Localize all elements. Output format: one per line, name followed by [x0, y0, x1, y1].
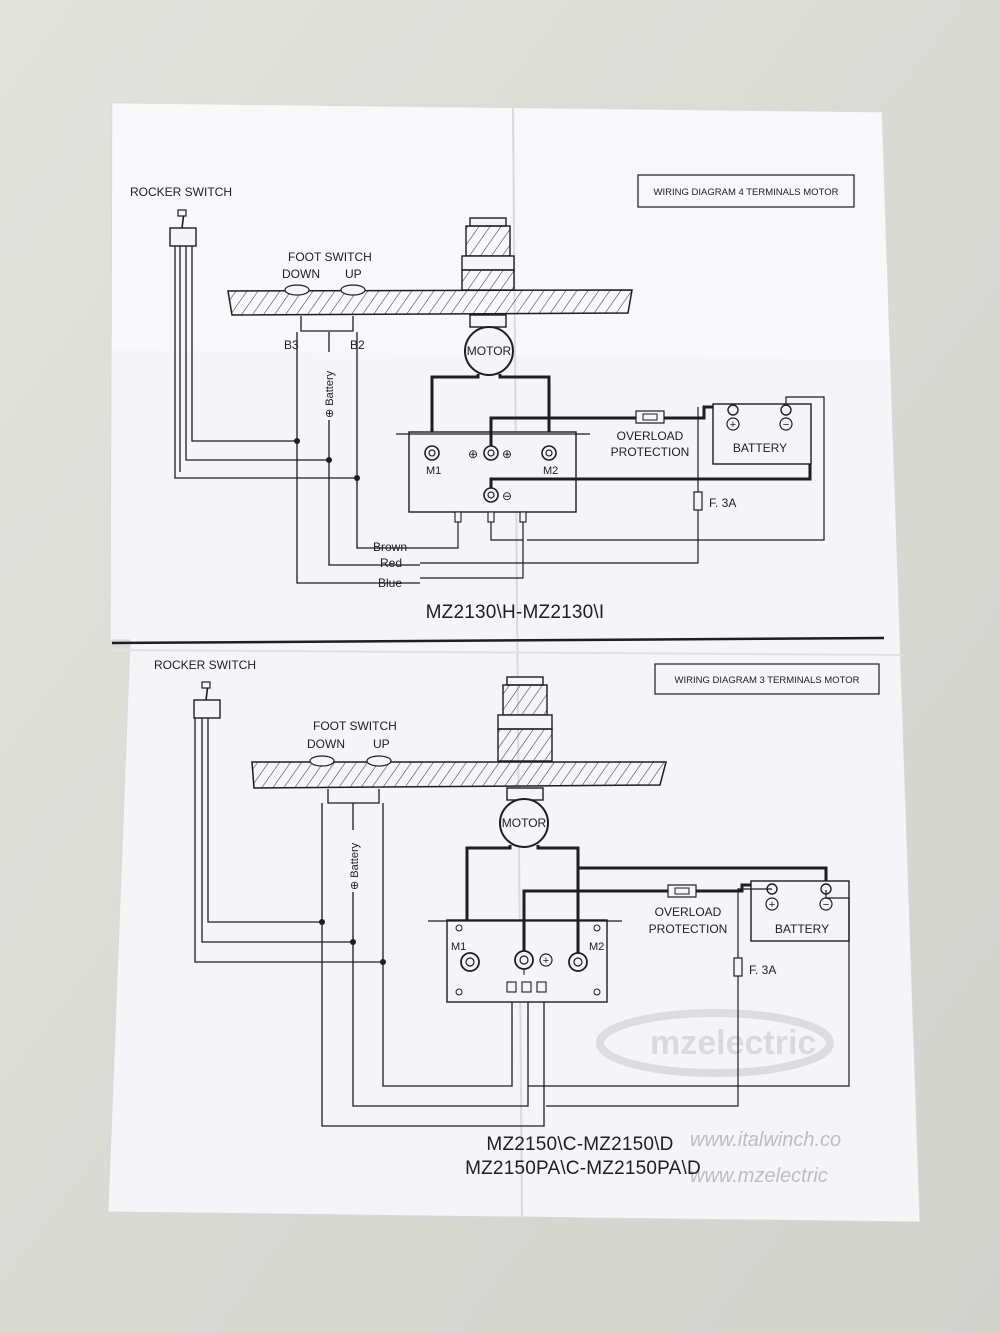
m2-label-top: M2 [543, 465, 558, 477]
rocker-switch-label-bottom: ROCKER SWITCH [154, 658, 256, 672]
website-2: www.mzelectric [690, 1165, 828, 1187]
overload-line2-bottom: PROTECTION [649, 922, 728, 936]
paper-fold-horizontal [111, 649, 906, 656]
overload-line1-top: OVERLOAD [617, 429, 684, 443]
battery-label-bottom: BATTERY [775, 922, 829, 936]
motor-label-top: MOTOR [467, 344, 512, 358]
windlass-capstan-bottom [497, 676, 553, 801]
title-top: WIRING DIAGRAM 4 TERMINALS MOTOR [654, 187, 839, 198]
battery-minus-bottom: − [823, 899, 829, 911]
minus-terminal-top: ⊖ [502, 489, 512, 503]
foot-switch-down-top: DOWN [282, 267, 320, 281]
m1-label-top: M1 [426, 465, 441, 477]
website-1: www.italwinch.co [690, 1129, 841, 1151]
diagram-top: WIRING DIAGRAM 4 TERMINALS MOTOR ROCKER … [130, 174, 855, 623]
motor-label-bottom: MOTOR [502, 816, 547, 830]
model-top: MZ2130\H-MZ2130\I [426, 602, 605, 623]
foot-switch-label-bottom: FOOT SWITCH [313, 719, 397, 733]
diagram-divider [111, 636, 885, 645]
battery-plus-bottom: + [769, 899, 775, 911]
title-box-bottom [654, 663, 880, 695]
plus-terminal-bottom: + [543, 955, 549, 967]
battery-minus-top: − [783, 419, 789, 431]
title-box-top [637, 174, 855, 208]
wire-blue-label: Blue [378, 576, 402, 590]
overload-line2-top: PROTECTION [611, 445, 690, 459]
rocker-switch-icon [169, 209, 197, 247]
fuse-3a-bottom [733, 957, 743, 977]
model-bottom-line2: MZ2150PA\C-MZ2150PA\D [465, 1158, 701, 1179]
svg-text:mzelectric: mzelectric [650, 1024, 816, 1062]
plus-terminal-left-top: ⊕ [468, 447, 478, 461]
wire-red-label: Red [380, 556, 402, 570]
battery-plus-top: + [730, 419, 736, 431]
rocker-switch-label-top: ROCKER SWITCH [130, 185, 232, 199]
foot-switch-up-button [340, 284, 366, 296]
deck-bottom [251, 761, 667, 789]
motor-top [464, 326, 514, 376]
m1-label-bottom: M1 [451, 941, 466, 953]
battery-vertical-top: ⊕ Battery [324, 370, 336, 418]
model-bottom-line1: MZ2150\C-MZ2150\D [486, 1134, 673, 1155]
battery-label-top: BATTERY [733, 441, 787, 455]
battery-top [712, 403, 812, 465]
battery-vertical-bottom: ⊕ Battery [349, 842, 361, 890]
title-bottom: WIRING DIAGRAM 3 TERMINALS MOTOR [675, 675, 860, 686]
foot-switch-down-bottom: DOWN [307, 737, 345, 751]
back-side-print: mzelectric www.italwinch.co www.mzelectr… [596, 1009, 841, 1187]
b3-label: B3 [284, 338, 299, 352]
foot-switch-up-top: UP [345, 267, 362, 281]
m2-label-bottom: M2 [589, 941, 604, 953]
foot-switch-down-button [284, 284, 310, 296]
overload-line1-bottom: OVERLOAD [655, 905, 722, 919]
fuse-label-top: F. 3A [709, 496, 736, 510]
fuse-3a-top [693, 491, 703, 511]
foot-switch-up-bottom: UP [373, 737, 390, 751]
rocker-switch-icon-bottom [193, 681, 221, 719]
motor-bottom [499, 798, 549, 848]
foot-switch-label-top: FOOT SWITCH [288, 250, 372, 264]
plus-terminal-right-top: ⊕ [502, 447, 512, 461]
fuse-label-bottom: F. 3A [749, 963, 776, 977]
wire-brown-label: Brown [373, 540, 407, 554]
diagram-bottom: WIRING DIAGRAM 3 TERMINALS MOTOR ROCKER … [154, 658, 880, 1179]
